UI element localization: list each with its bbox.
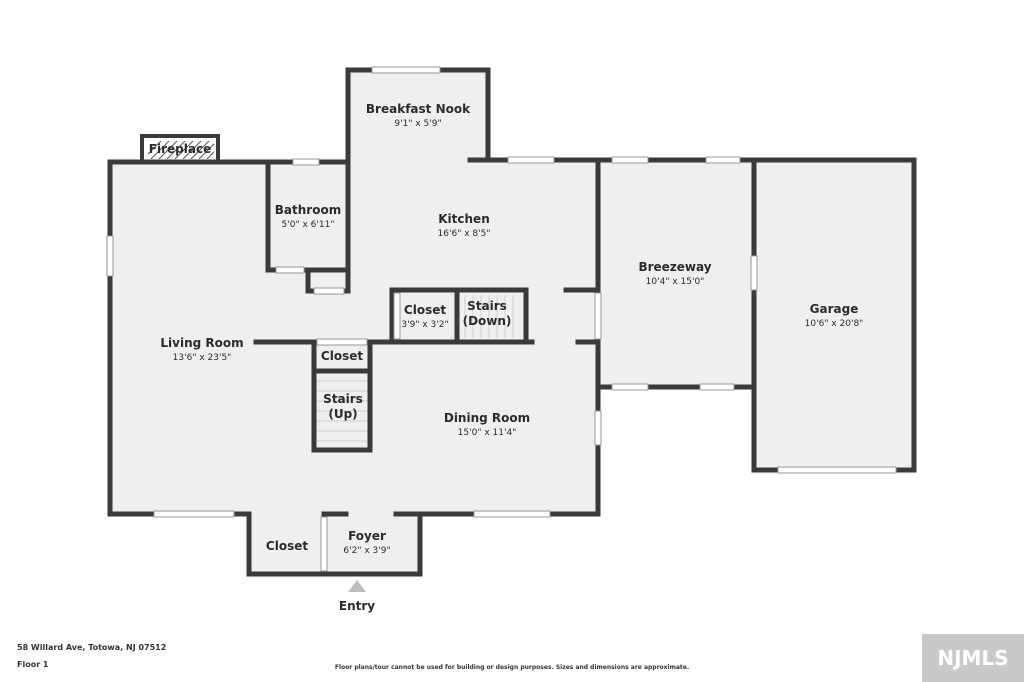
room-floors xyxy=(110,70,914,574)
logo-text: NJMLS xyxy=(937,646,1009,670)
windows xyxy=(106,66,897,572)
bathroom-label: Bathroom xyxy=(275,203,341,217)
bathroom-dims: 5'0" x 6'11" xyxy=(282,220,335,230)
kitchen-closet-dims: 3'9" x 3'2" xyxy=(401,320,448,330)
fireplace-label: Fireplace xyxy=(149,142,211,156)
living-room-dims: 13'6" x 23'5" xyxy=(173,353,232,363)
disclaimer-text: Floor plans/tour cannot be used for buil… xyxy=(334,664,690,671)
breakfast-nook-dims: 9'1" x 5'9" xyxy=(394,119,441,129)
living-room-label: Living Room xyxy=(160,336,243,350)
stairs-up-label-line1: Stairs xyxy=(323,392,363,406)
kitchen-dims: 16'6" x 8'5" xyxy=(438,229,491,239)
stairs-down-label-line2: (Down) xyxy=(463,314,512,328)
stairs-up-label-line2: (Up) xyxy=(328,407,357,421)
kitchen-label: Kitchen xyxy=(438,212,490,226)
garage-dims: 10'6" x 20'8" xyxy=(805,319,864,329)
dining-room-dims: 15'0" x 11'4" xyxy=(458,428,517,438)
dining-room-label: Dining Room xyxy=(444,411,530,425)
stairs-down-label-line1: Stairs xyxy=(467,299,507,313)
floor-label: Floor 1 xyxy=(17,660,49,669)
entry-closet-label: Closet xyxy=(266,539,308,553)
breakfast-nook-label: Breakfast Nook xyxy=(366,102,471,116)
foyer-dims: 6'2" x 3'9" xyxy=(343,546,390,556)
garage-label: Garage xyxy=(810,302,859,316)
entry-label: Entry xyxy=(339,599,375,613)
address-text: 58 Willard Ave, Totowa, NJ 07512 xyxy=(17,643,167,652)
breezeway-label: Breezeway xyxy=(638,260,711,274)
entry-arrow-icon xyxy=(348,580,366,592)
hall-closet-label: Closet xyxy=(321,349,363,363)
foyer-label: Foyer xyxy=(348,529,386,543)
kitchen-closet-label: Closet xyxy=(404,303,446,317)
breezeway-dims: 10'4" x 15'0" xyxy=(646,277,705,287)
stair-treads xyxy=(316,295,514,442)
njmls-logo: NJMLS xyxy=(922,634,1024,682)
